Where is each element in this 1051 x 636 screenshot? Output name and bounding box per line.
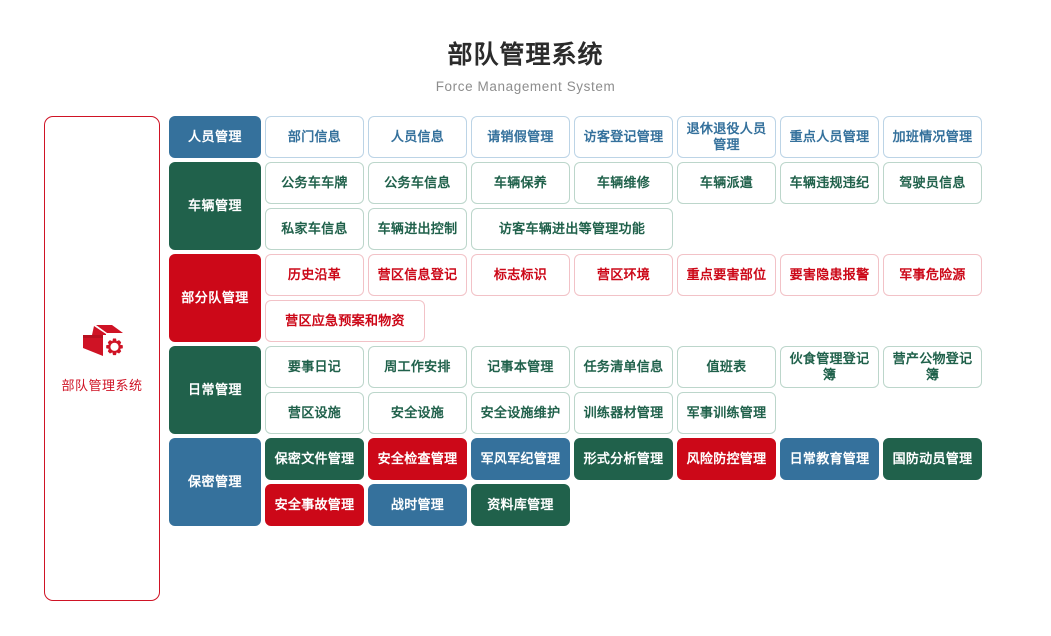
module-chip[interactable]: 资料库管理 xyxy=(471,484,570,526)
category-label[interactable]: 日常管理 xyxy=(169,346,261,434)
module-chip[interactable]: 重点人员管理 xyxy=(780,116,879,158)
box-gear-icon xyxy=(79,324,125,366)
module-row: 部门信息人员信息请销假管理访客登记管理退休退役人员管理重点人员管理加班情况管理 xyxy=(265,116,1051,158)
module-chip[interactable]: 形式分析管理 xyxy=(574,438,673,480)
module-chip[interactable]: 军风军纪管理 xyxy=(471,438,570,480)
module-group: 车辆管理公务车车牌公务车信息车辆保养车辆维修车辆派遣车辆违规违纪驾驶员信息私家车… xyxy=(169,162,1051,250)
module-chip[interactable]: 部门信息 xyxy=(265,116,364,158)
module-chip[interactable]: 访客车辆进出等管理功能 xyxy=(471,208,673,250)
module-rows: 部门信息人员信息请销假管理访客登记管理退休退役人员管理重点人员管理加班情况管理 xyxy=(265,116,1051,158)
module-chip[interactable]: 营区设施 xyxy=(265,392,364,434)
page-subtitle: Force Management System xyxy=(435,79,616,94)
module-chip[interactable]: 军事危险源 xyxy=(883,254,982,296)
module-chip[interactable]: 驾驶员信息 xyxy=(883,162,982,204)
module-chip[interactable]: 值班表 xyxy=(677,346,776,388)
module-row: 公务车车牌公务车信息车辆保养车辆维修车辆派遣车辆违规违纪驾驶员信息 xyxy=(265,162,1051,204)
page-header: 部队管理系统 Force Management System xyxy=(0,0,1051,94)
module-chip[interactable]: 重点要害部位 xyxy=(677,254,776,296)
page-title: 部队管理系统 xyxy=(447,41,604,69)
module-chip[interactable]: 安全设施 xyxy=(368,392,467,434)
module-chip[interactable]: 周工作安排 xyxy=(368,346,467,388)
module-chip[interactable]: 请销假管理 xyxy=(471,116,570,158)
module-group: 部分队管理历史沿革营区信息登记标志标识营区环境重点要害部位要害隐患报警军事危险源… xyxy=(169,254,1051,342)
module-chip[interactable]: 战时管理 xyxy=(368,484,467,526)
module-chip[interactable]: 车辆违规违纪 xyxy=(780,162,879,204)
module-chip[interactable]: 营区应急预案和物资 xyxy=(265,300,425,342)
module-chip[interactable]: 公务车车牌 xyxy=(265,162,364,204)
module-chip[interactable]: 私家车信息 xyxy=(265,208,364,250)
module-chip[interactable]: 加班情况管理 xyxy=(883,116,982,158)
module-chip[interactable]: 车辆保养 xyxy=(471,162,570,204)
module-row: 营区应急预案和物资 xyxy=(265,300,1051,342)
module-chip[interactable]: 车辆进出控制 xyxy=(368,208,467,250)
sidebar-label: 部队管理系统 xyxy=(61,377,143,393)
module-row: 营区设施安全设施安全设施维护训练器材管理军事训练管理 xyxy=(265,392,1051,434)
module-chip[interactable]: 安全设施维护 xyxy=(471,392,570,434)
module-chip[interactable]: 车辆派遣 xyxy=(677,162,776,204)
module-row: 保密文件管理安全检查管理军风军纪管理形式分析管理风险防控管理日常教育管理国防动员… xyxy=(265,438,1051,480)
module-chip[interactable]: 记事本管理 xyxy=(471,346,570,388)
module-chip[interactable]: 营区环境 xyxy=(574,254,673,296)
module-group: 保密管理保密文件管理安全检查管理军风军纪管理形式分析管理风险防控管理日常教育管理… xyxy=(169,438,1051,526)
page-body: 部队管理系统 人员管理部门信息人员信息请销假管理访客登记管理退休退役人员管理重点… xyxy=(0,94,1051,601)
category-label[interactable]: 车辆管理 xyxy=(169,162,261,250)
module-chip[interactable]: 车辆维修 xyxy=(574,162,673,204)
module-chip[interactable]: 军事训练管理 xyxy=(677,392,776,434)
module-chip[interactable]: 公务车信息 xyxy=(368,162,467,204)
module-rows: 历史沿革营区信息登记标志标识营区环境重点要害部位要害隐患报警军事危险源营区应急预… xyxy=(265,254,1051,342)
category-label[interactable]: 部分队管理 xyxy=(169,254,261,342)
category-label[interactable]: 保密管理 xyxy=(169,438,261,526)
module-chip[interactable]: 访客登记管理 xyxy=(574,116,673,158)
module-rows: 要事日记周工作安排记事本管理任务清单信息值班表伙食管理登记簿营产公物登记簿营区设… xyxy=(265,346,1051,434)
module-chip[interactable]: 标志标识 xyxy=(471,254,570,296)
module-row: 要事日记周工作安排记事本管理任务清单信息值班表伙食管理登记簿营产公物登记簿 xyxy=(265,346,1051,388)
module-chip[interactable]: 要害隐患报警 xyxy=(780,254,879,296)
module-group: 人员管理部门信息人员信息请销假管理访客登记管理退休退役人员管理重点人员管理加班情… xyxy=(169,116,1051,158)
module-chip[interactable]: 保密文件管理 xyxy=(265,438,364,480)
module-chip[interactable]: 安全事故管理 xyxy=(265,484,364,526)
module-row: 私家车信息车辆进出控制访客车辆进出等管理功能 xyxy=(265,208,1051,250)
module-chip[interactable]: 人员信息 xyxy=(368,116,467,158)
module-rows: 保密文件管理安全检查管理军风军纪管理形式分析管理风险防控管理日常教育管理国防动员… xyxy=(265,438,1051,526)
module-chip[interactable]: 安全检查管理 xyxy=(368,438,467,480)
module-chip[interactable]: 营区信息登记 xyxy=(368,254,467,296)
module-chip[interactable]: 要事日记 xyxy=(265,346,364,388)
module-chip[interactable]: 任务清单信息 xyxy=(574,346,673,388)
module-group: 日常管理要事日记周工作安排记事本管理任务清单信息值班表伙食管理登记簿营产公物登记… xyxy=(169,346,1051,434)
module-chip[interactable]: 营产公物登记簿 xyxy=(883,346,982,388)
module-chip[interactable]: 日常教育管理 xyxy=(780,438,879,480)
module-chip[interactable]: 训练器材管理 xyxy=(574,392,673,434)
module-chip[interactable]: 历史沿革 xyxy=(265,254,364,296)
module-chip[interactable]: 国防动员管理 xyxy=(883,438,982,480)
module-row: 历史沿革营区信息登记标志标识营区环境重点要害部位要害隐患报警军事危险源 xyxy=(265,254,1051,296)
module-rows: 公务车车牌公务车信息车辆保养车辆维修车辆派遣车辆违规违纪驾驶员信息私家车信息车辆… xyxy=(265,162,1051,250)
category-label[interactable]: 人员管理 xyxy=(169,116,261,158)
module-chip[interactable]: 风险防控管理 xyxy=(677,438,776,480)
module-row: 安全事故管理战时管理资料库管理 xyxy=(265,484,1051,526)
module-chip[interactable]: 退休退役人员管理 xyxy=(677,116,776,158)
sidebar[interactable]: 部队管理系统 xyxy=(44,116,160,601)
module-chip[interactable]: 伙食管理登记簿 xyxy=(780,346,879,388)
module-groups: 人员管理部门信息人员信息请销假管理访客登记管理退休退役人员管理重点人员管理加班情… xyxy=(169,116,1051,530)
